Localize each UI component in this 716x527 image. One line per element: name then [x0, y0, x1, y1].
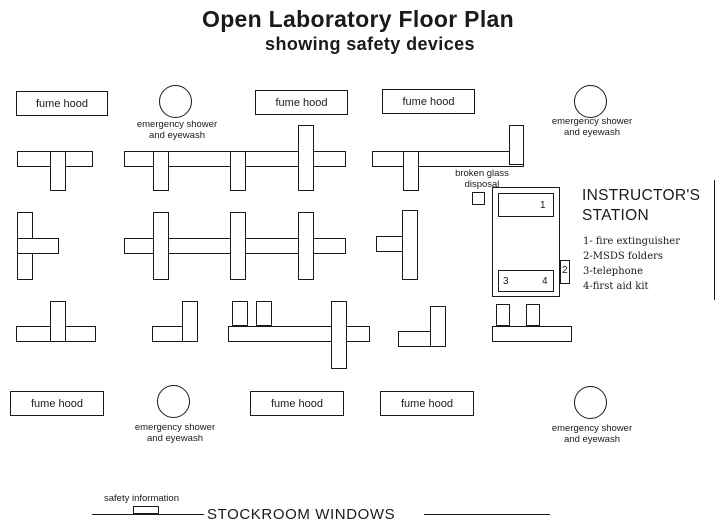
fume-hood-top-3: fume hood: [382, 89, 475, 114]
stockroom-wall-left: [92, 514, 204, 515]
broken-glass-line1: broken glass: [455, 168, 509, 179]
lab-bench: [492, 326, 572, 342]
fume-hood-top-1: fume hood: [16, 91, 108, 116]
fume-hood-bottom-2: fume hood: [250, 391, 344, 416]
station-number-1: 1: [540, 200, 546, 211]
fire-extinguisher-box: [498, 193, 554, 217]
station-legend: 1- fire extinguisher 2-MSDS folders 3-te…: [583, 234, 680, 294]
page-edge-line: [714, 180, 715, 300]
lab-bench: [230, 212, 246, 280]
lab-bench: [298, 212, 314, 280]
legend-item: 4-first aid kit: [583, 281, 649, 292]
lab-bench: [153, 212, 169, 280]
telephone-first-aid-box: [498, 270, 554, 292]
legend-item: 3-telephone: [583, 266, 644, 277]
emergency-shower-label-bottom-2: emergency shower and eyewash: [538, 423, 646, 445]
emergency-shower-top-1: [159, 85, 192, 118]
lab-bench: [526, 304, 540, 326]
msds-folders-box: [560, 260, 570, 284]
safety-information-board: [133, 506, 159, 514]
stockroom-windows-label: STOCKROOM WINDOWS: [207, 506, 396, 523]
instructor-title-line2: STATION: [582, 207, 649, 224]
legend-item: 2-MSDS folders: [583, 251, 664, 262]
lab-bench: [372, 151, 524, 167]
lab-bench: [228, 326, 370, 342]
fume-hood-label: fume hood: [402, 95, 455, 108]
lab-bench: [430, 306, 446, 347]
lab-bench: [50, 151, 66, 191]
page-title: Open Laboratory Floor Plan: [202, 6, 514, 32]
stockroom-wall-right: [424, 514, 550, 515]
lab-bench: [153, 151, 169, 191]
lab-bench: [402, 210, 418, 280]
instructor-station-title: INSTRUCTOR'S STATION: [582, 186, 700, 226]
emergency-shower-label-top-2: emergency shower and eyewash: [538, 116, 646, 138]
legend-item: 1- fire extinguisher: [583, 236, 680, 247]
safety-information-label: safety information: [104, 493, 179, 504]
broken-glass-line2: disposal: [464, 179, 500, 190]
shower-label-line2: and eyewash: [564, 434, 620, 445]
lab-bench: [331, 301, 347, 369]
emergency-shower-label-bottom-1: emergency shower and eyewash: [121, 422, 229, 444]
lab-bench: [182, 301, 198, 342]
shower-label-line2: and eyewash: [147, 433, 203, 444]
lab-bench: [50, 301, 66, 342]
lab-bench: [232, 301, 248, 326]
broken-glass-disposal-bin: [472, 192, 485, 205]
shower-label-line2: and eyewash: [564, 127, 620, 138]
lab-bench: [230, 151, 246, 191]
lab-bench: [509, 125, 524, 165]
shower-label-line1: emergency shower: [551, 423, 633, 434]
fume-hood-label: fume hood: [275, 96, 328, 109]
fume-hood-label: fume hood: [36, 97, 88, 110]
lab-bench: [403, 151, 419, 191]
fume-hood-label: fume hood: [271, 397, 323, 410]
emergency-shower-top-2: [574, 85, 607, 118]
lab-bench: [17, 238, 59, 254]
shower-label-line1: emergency shower: [551, 116, 633, 127]
lab-bench: [256, 301, 272, 326]
page-subtitle: showing safety devices: [265, 34, 475, 54]
fume-hood-label: fume hood: [31, 397, 83, 410]
fume-hood-bottom-1: fume hood: [10, 391, 104, 416]
lab-bench: [298, 125, 314, 191]
emergency-shower-bottom-1: [157, 385, 190, 418]
lab-bench: [496, 304, 510, 326]
emergency-shower-label-top-1: emergency shower and eyewash: [124, 119, 230, 141]
station-number-2: 2: [562, 265, 568, 276]
fume-hood-bottom-3: fume hood: [380, 391, 474, 416]
station-number-4: 4: [542, 276, 548, 287]
station-number-3: 3: [503, 276, 509, 287]
instructor-title-line1: INSTRUCTOR'S: [582, 187, 701, 204]
emergency-shower-bottom-2: [574, 386, 607, 419]
shower-label-line2: and eyewash: [149, 130, 205, 141]
fume-hood-top-2: fume hood: [255, 90, 348, 115]
broken-glass-label: broken glass disposal: [452, 168, 512, 190]
fume-hood-label: fume hood: [401, 397, 453, 410]
shower-label-line1: emergency shower: [136, 119, 218, 130]
shower-label-line1: emergency shower: [134, 422, 216, 433]
